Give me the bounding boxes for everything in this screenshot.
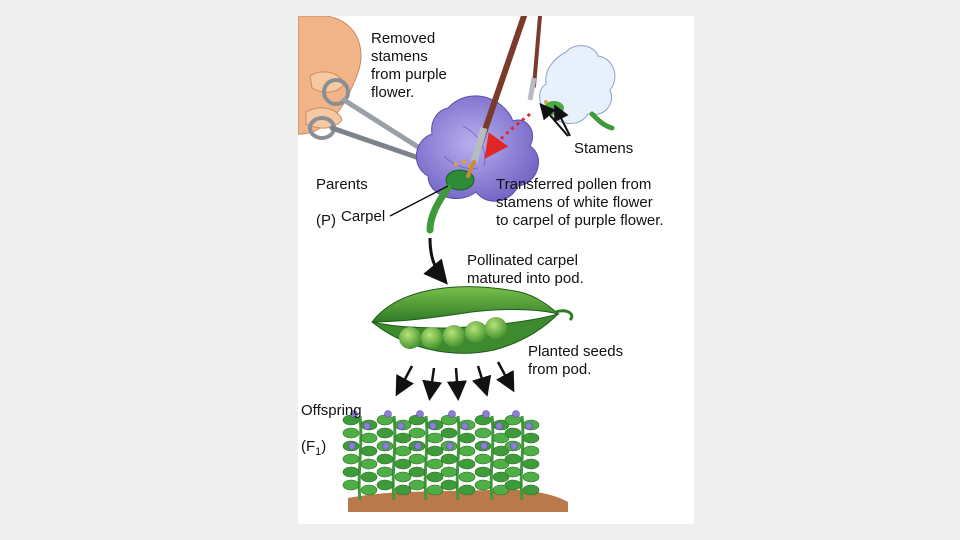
pea-cross-illustration — [298, 16, 616, 512]
label-pollinated-carpel: Pollinated carpel matured into pod. — [467, 252, 584, 287]
offspring-plants — [342, 410, 540, 501]
maturation-arrow — [423, 237, 448, 285]
label-stamens: Stamens — [574, 140, 634, 157]
offspring-plant — [408, 410, 444, 501]
offspring-plant — [504, 410, 540, 501]
white-flower — [527, 16, 616, 131]
offspring-plant — [342, 410, 378, 501]
pea-pod — [370, 286, 574, 354]
label-offspring: Offspring (F1) — [301, 384, 362, 479]
label-offspring-suffix: ) — [321, 438, 327, 455]
offspring-arrows — [395, 361, 515, 401]
label-offspring-line2: (F1) — [301, 438, 362, 461]
offspring-plant — [474, 410, 510, 501]
label-offspring-line1: Offspring — [301, 402, 362, 419]
carpel-pointer-line — [389, 185, 449, 217]
label-parents-line1: Parents — [316, 176, 368, 193]
label-parents-line2: (P) — [316, 212, 336, 229]
label-carpel: Carpel — [341, 208, 386, 225]
hand-with-scissors — [298, 16, 451, 171]
label-planted-seeds: Planted seeds from pod. — [528, 343, 624, 378]
offspring-plant — [376, 410, 412, 501]
label-offspring-subscript: 1 — [315, 446, 322, 458]
label-offspring-prefix: (F — [301, 438, 316, 455]
offspring-plant — [440, 410, 476, 501]
paintbrush — [466, 16, 527, 178]
figure-panel: Removed stamens from purple flower. Stam… — [298, 16, 694, 524]
label-parents: Parents (P) — [316, 158, 368, 248]
label-removed-stamens: Removed stamens from purple flower. — [371, 30, 447, 101]
label-transferred-pollen: Transferred pollen from stamens of white… — [496, 176, 664, 229]
stamen-pointer-arrow — [554, 104, 571, 137]
